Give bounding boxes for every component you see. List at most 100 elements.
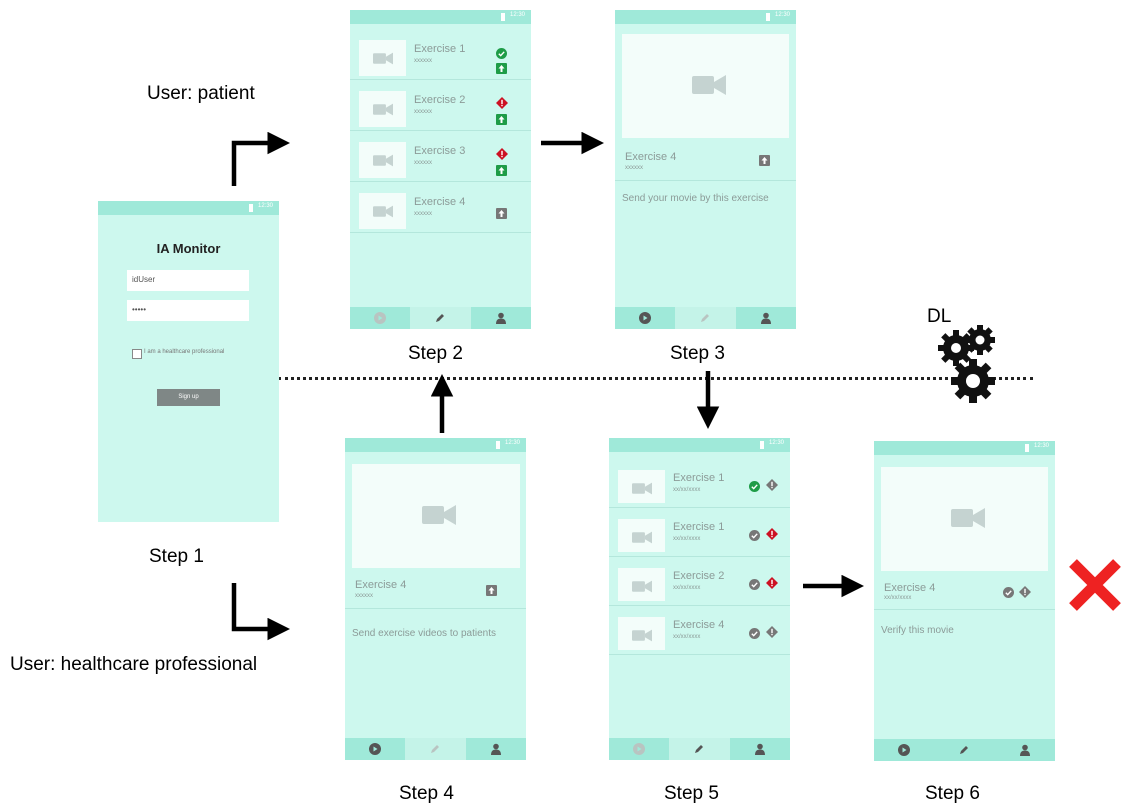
exercise-description: Send your movie by this exercise: [622, 193, 769, 204]
nav-edit[interactable]: [669, 738, 730, 760]
exercise-title: Exercise 4: [673, 619, 725, 631]
status-bar: 12:30: [609, 438, 790, 452]
professional-checkbox[interactable]: [132, 349, 142, 359]
exercise-title: Exercise 1: [673, 521, 725, 533]
exercise-subtitle: xx/xx/xxxx: [673, 536, 701, 542]
alert-diamond-icon[interactable]: [496, 97, 508, 109]
exercise-title: Exercise 1: [414, 43, 466, 55]
pencil-icon: [701, 314, 710, 322]
nav-edit[interactable]: [934, 739, 994, 761]
video-camera-icon: [632, 531, 652, 544]
password-field[interactable]: •••••: [127, 300, 249, 321]
alert-diamond-icon[interactable]: [766, 577, 778, 589]
check-circle-icon[interactable]: [496, 48, 507, 59]
user-id-field[interactable]: idUser: [127, 270, 249, 291]
pencil-icon: [431, 745, 440, 753]
exercise-subtitle: xx/xx/xxxx: [673, 487, 701, 493]
video-camera-icon: [632, 482, 652, 495]
alert-diamond-icon[interactable]: [766, 479, 778, 491]
person-icon: [490, 743, 501, 755]
review-list-item[interactable]: Exercise 4 xx/xx/xxxx: [609, 609, 790, 655]
review-list-item[interactable]: Exercise 1 xx/xx/xxxx: [609, 511, 790, 557]
professional-verify-screen: 12:30 Exercise 4 xx/xx/xxxx Verify this …: [874, 441, 1055, 761]
person-icon: [760, 312, 771, 324]
step-5-label: Step 5: [664, 783, 719, 804]
nav-play[interactable]: [609, 738, 669, 760]
upload-icon[interactable]: [759, 155, 770, 166]
upload-icon[interactable]: [496, 165, 507, 176]
nav-play[interactable]: [874, 739, 934, 761]
video-preview[interactable]: [622, 34, 789, 138]
alert-diamond-icon[interactable]: [496, 148, 508, 160]
exercise-thumbnail: [359, 193, 406, 229]
exercise-subtitle: xxxxxx: [414, 211, 432, 217]
upload-icon[interactable]: [496, 208, 507, 219]
exercise-title: Exercise 1: [673, 472, 725, 484]
check-circle-icon[interactable]: [749, 579, 760, 590]
exercise-subtitle: xx/xx/xxxx: [673, 634, 701, 640]
bottom-nav: [609, 738, 790, 760]
upload-icon[interactable]: [496, 63, 507, 74]
status-bar: 12:30: [345, 438, 526, 452]
pencil-icon: [695, 745, 704, 753]
sign-up-button[interactable]: Sign up: [157, 389, 220, 406]
pencil-icon: [960, 746, 969, 754]
video-preview[interactable]: [352, 464, 520, 568]
alert-diamond-icon[interactable]: [766, 626, 778, 638]
play-icon: [633, 743, 646, 755]
login-screen: 12:30 IA Monitor idUser ••••• I am a hea…: [98, 201, 279, 522]
video-camera-icon: [632, 629, 652, 642]
nav-profile[interactable]: [730, 738, 790, 760]
exercise-list-item[interactable]: Exercise 4 xxxxxx: [350, 185, 531, 233]
professional-checkbox-label: I am a healthcare professional: [144, 349, 225, 355]
nav-edit[interactable]: [405, 738, 466, 760]
bottom-nav: [615, 307, 796, 329]
video-camera-icon: [373, 205, 393, 218]
status-bar: 12:30: [615, 10, 796, 24]
video-camera-icon: [422, 505, 456, 525]
check-circle-icon[interactable]: [1003, 587, 1014, 598]
check-circle-icon[interactable]: [749, 481, 760, 492]
exercise-title: Exercise 4: [884, 582, 936, 594]
nav-edit[interactable]: [675, 307, 736, 329]
step-3-label: Step 3: [670, 343, 725, 364]
exercise-subtitle: xxxxxx: [414, 160, 432, 166]
play-icon: [374, 312, 387, 324]
nav-play[interactable]: [350, 307, 410, 329]
exercise-thumbnail: [618, 617, 665, 650]
gears-icon: [938, 325, 995, 403]
exercise-thumbnail: [359, 91, 406, 127]
nav-play[interactable]: [345, 738, 405, 760]
person-icon: [1019, 744, 1030, 756]
nav-profile[interactable]: [995, 739, 1055, 761]
bottom-nav: [345, 738, 526, 760]
nav-play[interactable]: [615, 307, 675, 329]
upload-icon[interactable]: [496, 114, 507, 125]
nav-profile[interactable]: [466, 738, 526, 760]
exercise-list-item[interactable]: Exercise 1 xxxxxx: [350, 32, 531, 80]
play-icon: [639, 312, 652, 324]
check-circle-icon[interactable]: [749, 628, 760, 639]
alert-diamond-icon[interactable]: [766, 528, 778, 540]
nav-edit[interactable]: [410, 307, 471, 329]
nav-profile[interactable]: [736, 307, 796, 329]
video-preview[interactable]: [881, 467, 1048, 571]
status-bar: 12:30: [350, 10, 531, 24]
user-patient-label: User: patient: [147, 83, 255, 104]
check-circle-icon[interactable]: [749, 530, 760, 541]
patient-exercise-detail-screen: 12:30 Exercise 4 xxxxxx Send your movie …: [615, 10, 796, 329]
bottom-nav: [350, 307, 531, 329]
upload-icon[interactable]: [486, 585, 497, 596]
play-icon: [369, 743, 382, 755]
review-list-item[interactable]: Exercise 1 xx/xx/xxxx: [609, 462, 790, 508]
alert-diamond-icon[interactable]: [1019, 586, 1031, 598]
exercise-title: Exercise 4: [414, 196, 466, 208]
bottom-nav: [874, 739, 1055, 761]
nav-profile[interactable]: [471, 307, 531, 329]
exercise-subtitle: xxxxxx: [414, 58, 432, 64]
